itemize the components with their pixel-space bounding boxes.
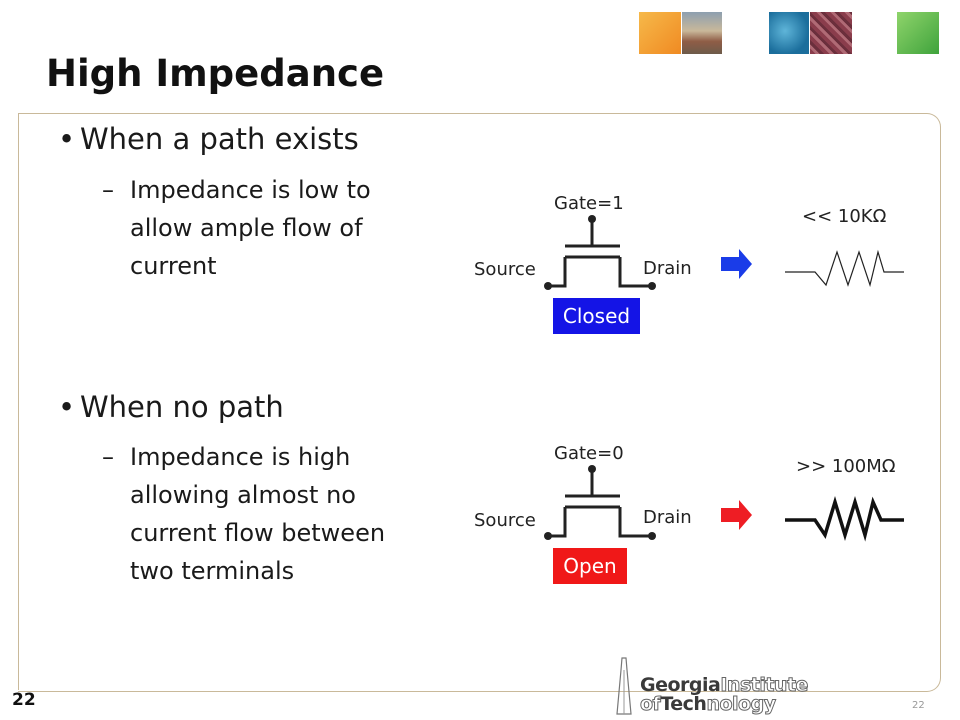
header-image-campus	[682, 12, 722, 54]
drain-label-open: Drain	[643, 507, 692, 528]
sub-glyph: –	[102, 176, 114, 204]
slide-number: 22	[12, 690, 36, 710]
resistance-label-low: << 10KΩ	[802, 206, 887, 227]
source-label-closed: Source	[474, 259, 536, 280]
arrow-right-icon-red	[721, 500, 752, 530]
logo-institute: Institute	[720, 674, 809, 697]
transistor-symbol-open	[544, 465, 656, 540]
bullet-glyph: •	[58, 122, 76, 156]
drain-label-closed: Drain	[643, 258, 692, 279]
subbullet-low-impedance: – Impedance is low to allow ample flow o…	[102, 171, 420, 285]
state-badge-closed: Closed	[553, 298, 640, 334]
logo-georgia: Georgia	[640, 674, 721, 696]
slide-title: High Impedance	[46, 52, 385, 95]
state-badge-open: Open	[553, 548, 627, 584]
header-image-green	[897, 12, 939, 54]
bullet-glyph: •	[58, 390, 76, 424]
subbullet-text: Impedance is low to allow ample flow of …	[130, 176, 371, 280]
header-image-orange	[639, 12, 681, 54]
arrow-right-icon-blue	[721, 249, 752, 279]
gate-label-open: Gate=0	[554, 443, 624, 464]
bullet-text: When a path exists	[80, 122, 359, 156]
content-frame	[18, 113, 941, 692]
gate-label-closed: Gate=1	[554, 193, 624, 214]
bullet-path-exists: •When a path exists	[58, 122, 359, 156]
subbullet-text: Impedance is high allowing almost no cur…	[130, 443, 386, 585]
bullet-no-path: •When no path	[58, 390, 284, 424]
resistor-symbol-thick	[785, 495, 904, 542]
logo-line-1: GeorgiaInstitute	[640, 674, 809, 697]
header-image-blue	[769, 12, 809, 54]
slide-number-footer: 22	[912, 700, 925, 711]
content-frame-left-edge	[18, 113, 19, 690]
logo-of: of	[639, 693, 661, 716]
subbullet-high-impedance: – Impedance is high allowing almost no c…	[102, 438, 430, 590]
logo-line-2: ofTechnology	[639, 693, 777, 716]
header-image-chip	[810, 12, 852, 54]
transistor-symbol-closed	[544, 215, 656, 290]
resistor-symbol-thin	[785, 249, 904, 288]
bullet-text: When no path	[80, 390, 284, 424]
resistance-label-high: >> 100MΩ	[796, 456, 896, 477]
tech-tower-icon	[616, 657, 632, 715]
logo-tech: Tech	[660, 693, 707, 715]
source-label-open: Source	[474, 510, 536, 531]
sub-glyph: –	[102, 443, 114, 471]
logo-nology: nology	[706, 693, 777, 716]
